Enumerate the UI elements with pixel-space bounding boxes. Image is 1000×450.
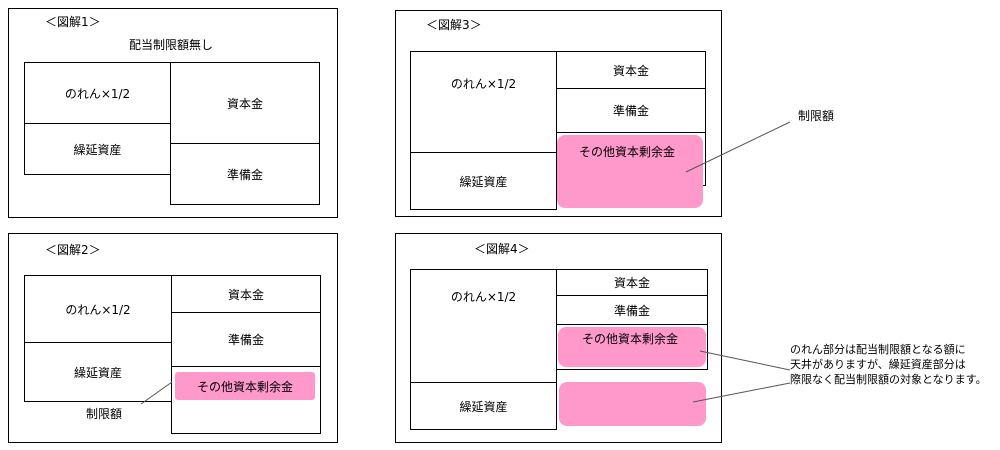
- panel-4-surplus-highlight: その他資本剰余金: [558, 327, 706, 367]
- panel-1-capital-box: 資本金: [170, 62, 320, 144]
- panel-4-note: のれん部分は配当制限額となる額に 天井がありますが、繰延資産部分は 際限なく配当…: [790, 342, 987, 387]
- surplus-label: その他資本剰余金: [196, 379, 293, 394]
- goodwill-label: のれん×1/2: [64, 86, 131, 101]
- panel-3-title: ＜図解3＞: [426, 18, 482, 32]
- reserve-label: 準備金: [226, 167, 263, 182]
- deferred-assets-label: 繰延資産: [73, 365, 122, 380]
- panel-4-goodwill-box: のれん×1/2: [410, 269, 557, 383]
- panel-4-reserve-box: 準備金: [556, 295, 708, 325]
- reserve-label: 準備金: [612, 104, 649, 118]
- deferred-assets-label: 繰延資産: [459, 174, 508, 189]
- panel-2-title: ＜図解2＞: [45, 243, 101, 257]
- reserve-label: 準備金: [613, 303, 650, 318]
- panel-1-goodwill-box: のれん×1/2: [24, 62, 171, 124]
- goodwill-label: のれん×1/2: [65, 302, 131, 317]
- panel-3-surplus-highlight: その他資本剰余金: [557, 135, 703, 208]
- panel-2-deferred-assets-box: 繰延資産: [24, 342, 172, 402]
- panel-3-deferred-assets-box: 繰延資産: [410, 152, 557, 210]
- panel-2-reserve-box: 準備金: [171, 312, 321, 367]
- capital-label: 資本金: [226, 96, 263, 111]
- panel-4-capital-box: 資本金: [556, 269, 708, 296]
- panel-4-title: ＜図解4＞: [474, 242, 530, 256]
- panel-4-deferred-assets-box: 繰延資産: [410, 382, 557, 430]
- panel-3-capital-box: 資本金: [556, 51, 706, 89]
- diagram-panel-4: ＜図解4＞ のれん×1/2 繰延資産 資本金 準備金 その他資本剰余金: [395, 233, 722, 443]
- panel-1-subtitle: 配当制限額無し: [129, 38, 214, 52]
- deferred-assets-label: 繰延資産: [459, 399, 508, 414]
- capital-label: 資本金: [613, 276, 650, 290]
- note-line-2: 天井がありますが、繰延資産部分は: [790, 358, 966, 371]
- surplus-label: その他資本剰余金: [582, 332, 679, 346]
- panel-1-deferred-assets-box: 繰延資産: [24, 123, 171, 175]
- panel-2-capital-box: 資本金: [171, 275, 321, 313]
- surplus-label: その他資本剰余金: [579, 145, 676, 159]
- goodwill-label: のれん×1/2: [450, 289, 517, 304]
- reserve-label: 準備金: [227, 333, 264, 347]
- capital-label: 資本金: [612, 63, 649, 78]
- panel-3-limit-label: 制限額: [798, 109, 835, 123]
- note-line-3: 際限なく配当制限額の対象となります。: [790, 373, 987, 386]
- capital-label: 資本金: [227, 287, 264, 302]
- panel-2-surplus-highlight: その他資本剰余金: [175, 372, 315, 400]
- note-line-1: のれん部分は配当制限額となる額に: [790, 343, 966, 356]
- panel-3-goodwill-box: のれん×1/2: [410, 51, 557, 153]
- diagram-panel-2: ＜図解2＞ のれん×1/2 繰延資産 資本金 準備金 その他資本剰余金 制限額: [8, 233, 338, 443]
- panel-1-reserve-box: 準備金: [170, 143, 320, 205]
- diagram-panel-1: ＜図解1＞ 配当制限額無し のれん×1/2 繰延資産 資本金 準備金: [8, 8, 338, 218]
- panel-2-goodwill-box: のれん×1/2: [24, 275, 172, 343]
- panel-2-limit-label: 制限額: [86, 407, 123, 421]
- panel-3-reserve-box: 準備金: [556, 88, 706, 133]
- panel-4-deferred-limit-highlight: [559, 382, 706, 426]
- panel-1-title: ＜図解1＞: [45, 15, 101, 29]
- diagram-panel-3: ＜図解3＞ のれん×1/2 繰延資産 資本金 準備金 その他資本剰余金: [395, 10, 722, 217]
- deferred-assets-label: 繰延資産: [73, 142, 122, 157]
- goodwill-label: のれん×1/2: [450, 76, 517, 91]
